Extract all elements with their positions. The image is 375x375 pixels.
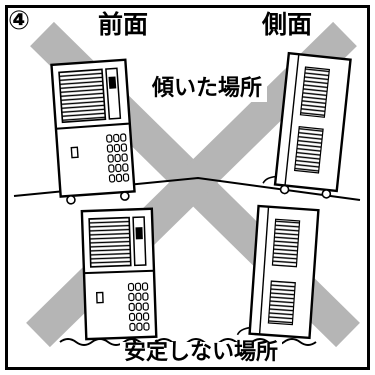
front-view-label: 前面 (98, 10, 149, 39)
dehumidifier-front-tilted (50, 58, 136, 205)
tilted-place-label: 傾いた場所 (147, 76, 268, 102)
dehumidifier-side-tilted (262, 51, 352, 199)
step-number: ④ (8, 6, 31, 36)
dehumidifier-side-unstable (236, 204, 320, 340)
unstable-place-label: 安定しない場所 (120, 342, 283, 364)
side-view-label: 側面 (262, 10, 313, 39)
dehumidifier-front-unstable (80, 207, 158, 341)
